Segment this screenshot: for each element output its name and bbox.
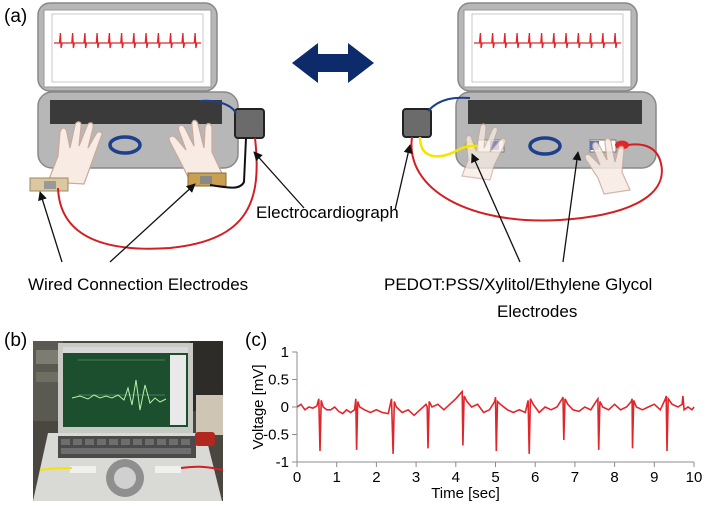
electrocardiograph-label: Electrocardiograph	[256, 203, 399, 222]
photo-ecg-trace	[71, 379, 167, 411]
arrow-to-pedot-right	[562, 151, 582, 263]
ecg-series-line	[296, 389, 695, 454]
y-tick-label: -1	[276, 454, 289, 471]
electrocardiograph-right	[402, 108, 432, 138]
y-tick-label: 0	[281, 399, 289, 416]
mini-ecg-trace-right	[474, 32, 621, 49]
x-tick-label: 4	[452, 469, 460, 486]
experiment-photo	[33, 341, 224, 501]
x-tick-label: 9	[650, 469, 658, 486]
y-tick-label: 1	[281, 344, 289, 361]
hand-icon	[461, 123, 507, 181]
mini-ecg-trace-left	[54, 32, 201, 49]
arrow-to-wired-left	[38, 191, 63, 263]
touchpad-icon	[108, 135, 142, 155]
x-tick-label: 0	[293, 469, 301, 486]
x-tick-label: 1	[333, 469, 341, 486]
arrow-to-wired-right	[109, 183, 196, 263]
x-axis-label: Time [sec]	[431, 485, 500, 502]
cable-usb-right	[427, 96, 471, 112]
wired-electrodes-label: Wired Connection Electrodes	[28, 275, 248, 294]
cable-black-left	[209, 137, 247, 189]
hand-icon	[584, 137, 631, 195]
ecg-chart: 0 1 2 3 4 5 6 7 8 9 10 1 0.5 0 -0.5 -1 Time [sec] Volt…	[250, 344, 702, 502]
touchpad-icon	[528, 136, 562, 156]
cable-red-right	[410, 136, 663, 222]
double-arrow-icon	[292, 43, 374, 83]
keyboard-right	[468, 100, 642, 124]
cable-red-left	[57, 137, 258, 250]
keyboard-left	[50, 100, 222, 124]
y-tick-label: -0.5	[263, 427, 289, 444]
arrow-to-ecg-left	[253, 151, 305, 209]
x-tick-label: 10	[686, 469, 703, 486]
x-tick-label: 3	[412, 469, 420, 486]
panel-label-a: (a)	[4, 6, 27, 27]
y-tick-label: 0.5	[268, 372, 289, 389]
arrow-to-ecg-right	[394, 144, 413, 211]
pedot-electrodes-label-line1: PEDOT:PSS/Xylitol/Ethylene Glycol	[384, 275, 652, 294]
hand-icon	[47, 121, 103, 185]
y-tick-labels: 1 0.5 0 -0.5 -1	[263, 344, 289, 471]
pedot-electrodes-label-line2: Electrodes	[497, 302, 577, 321]
x-tick-label: 7	[571, 469, 579, 486]
panel-label-c: (c)	[245, 330, 267, 351]
x-tick-label: 5	[491, 469, 499, 486]
x-tick-labels: 0 1 2 3 4 5 6 7 8 9 10	[293, 469, 703, 486]
electrocardiograph-left	[234, 108, 265, 139]
x-tick-label: 6	[531, 469, 539, 486]
x-tick-label: 2	[372, 469, 380, 486]
arrow-to-pedot-left	[471, 153, 521, 263]
x-tick-label: 8	[610, 469, 618, 486]
hand-icon	[168, 119, 226, 186]
cable-yellow-right	[418, 136, 479, 158]
y-axis-label: Voltage [mV]	[250, 364, 267, 449]
cable-usb-left	[199, 99, 237, 114]
panel-label-b: (b)	[4, 330, 27, 351]
